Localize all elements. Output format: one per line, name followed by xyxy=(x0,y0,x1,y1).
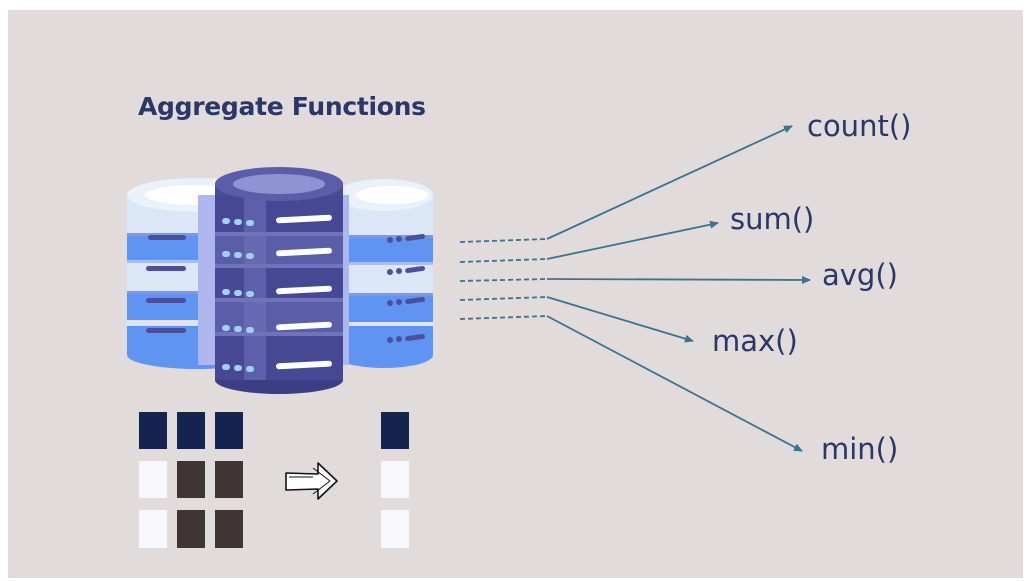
grid-cell xyxy=(177,461,205,498)
grid-cell xyxy=(215,412,243,449)
grid-cell xyxy=(139,510,167,548)
dashed-connector-1 xyxy=(459,238,548,243)
function-arrows xyxy=(546,125,811,452)
grid-cell xyxy=(177,510,205,548)
dashed-connector-5 xyxy=(459,315,548,320)
database-right-stack xyxy=(335,179,433,368)
diagram-title: Aggregate Functions xyxy=(138,92,426,121)
grid-cell xyxy=(139,461,167,498)
function-label-avg: avg() xyxy=(822,258,898,292)
function-label-max: max() xyxy=(712,324,798,358)
arrow-to-min xyxy=(546,315,803,452)
grid-cell xyxy=(139,412,167,449)
function-label-count: count() xyxy=(807,109,912,143)
output-cell xyxy=(381,510,409,548)
arrow-to-avg xyxy=(546,275,811,284)
dashed-connectors xyxy=(459,238,548,320)
arrow-to-sum xyxy=(546,220,719,260)
arrow-to-max xyxy=(546,296,694,343)
output-cell xyxy=(381,461,409,498)
arrow-to-count xyxy=(546,125,793,240)
output-column xyxy=(381,412,409,548)
dashed-connector-4 xyxy=(459,296,548,301)
hand-drawn-arrow-icon xyxy=(285,462,338,500)
output-cell xyxy=(381,412,409,449)
dashed-connector-3 xyxy=(459,278,548,282)
function-label-min: min() xyxy=(821,432,899,466)
grid-cell xyxy=(177,412,205,449)
grid-cell xyxy=(215,510,243,548)
function-label-sum: sum() xyxy=(730,202,815,236)
dashed-connector-2 xyxy=(459,258,548,263)
input-grid xyxy=(139,412,243,548)
grid-cell xyxy=(215,461,243,498)
database-icon xyxy=(127,167,433,394)
database-front-stack xyxy=(215,167,343,394)
